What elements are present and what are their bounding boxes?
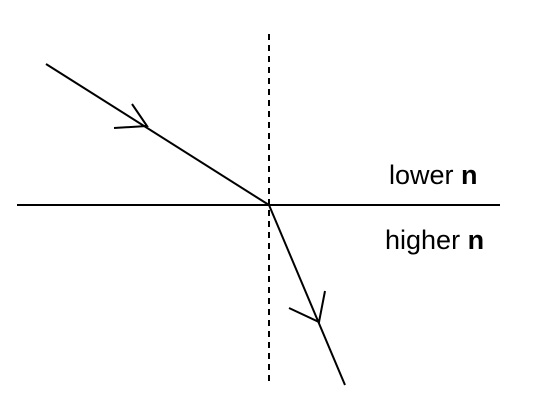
lower-medium-symbol: n (468, 225, 485, 255)
lower-medium-label: higher n (385, 225, 484, 255)
refracted-arrowhead (288, 290, 326, 324)
upper-medium-symbol: n (461, 160, 478, 190)
refracted-ray (268, 204, 346, 386)
upper-medium-text: lower (389, 160, 454, 190)
incident-ray (45, 63, 270, 206)
incident-arrowhead (113, 103, 149, 129)
upper-medium-label: lower n (389, 160, 478, 190)
lower-medium-text: higher (385, 225, 460, 255)
